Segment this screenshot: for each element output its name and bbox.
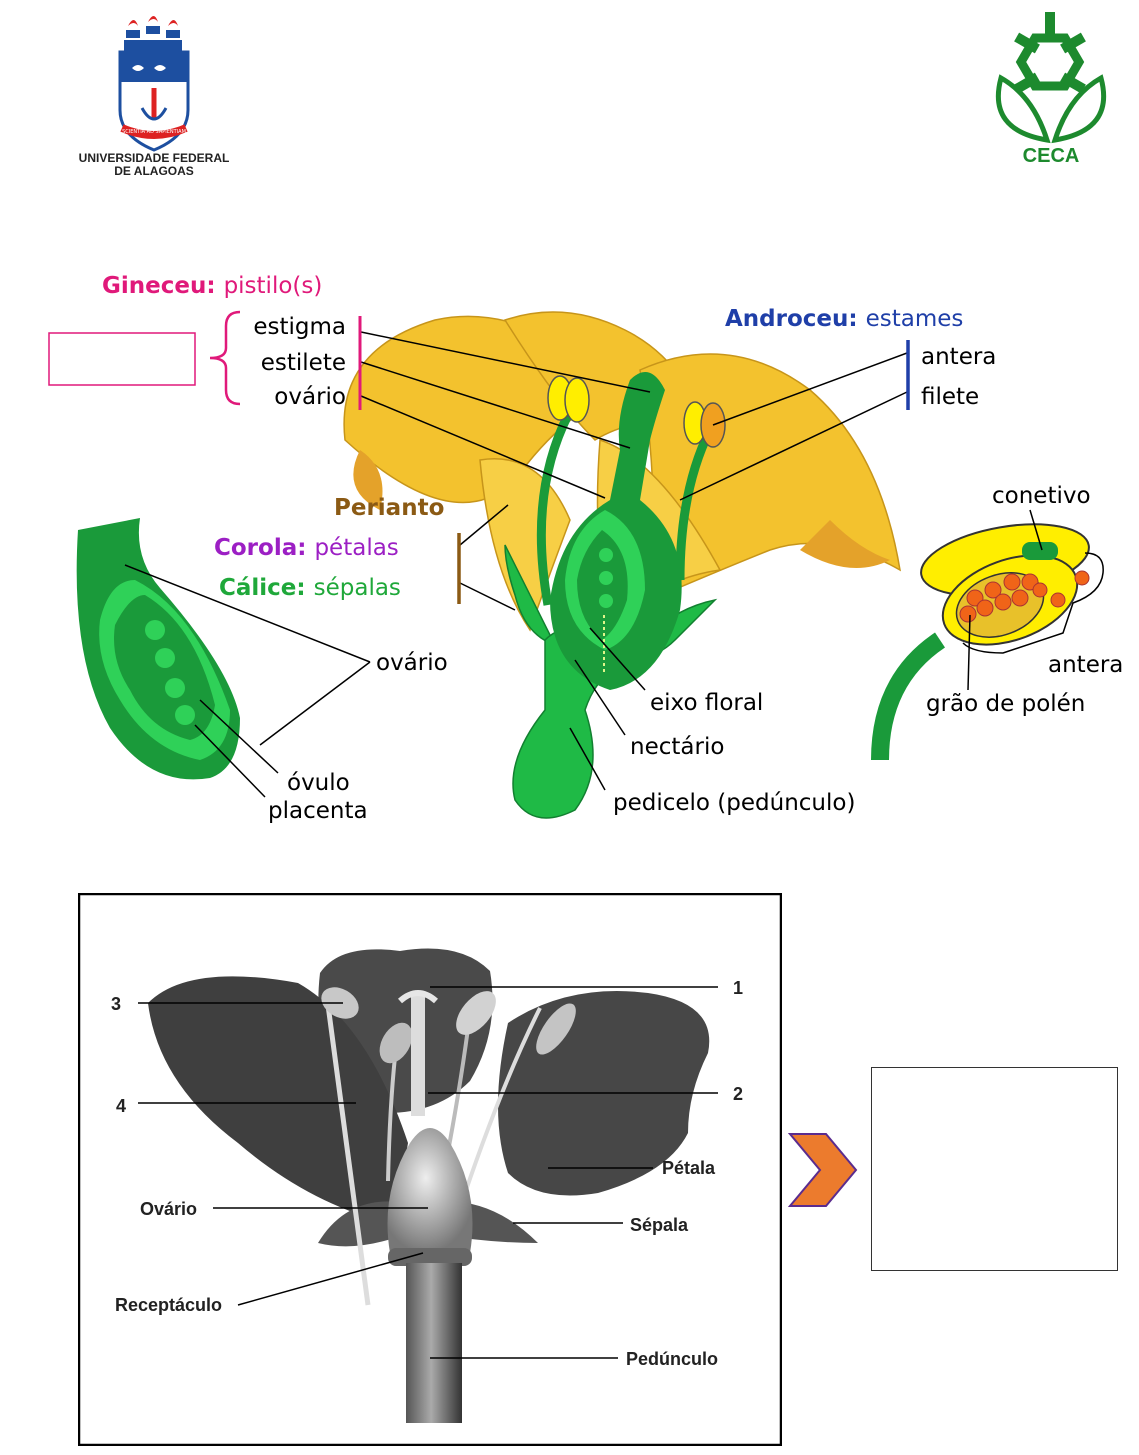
label-ovario-section: ovário: [376, 650, 448, 676]
antera-bracket: [962, 552, 1104, 654]
flower-photo-figure: 1 2 3 4 Pétala Sépala Ovário Receptáculo…: [78, 893, 782, 1446]
ufal-motto: SCIENTIA AD SAPIENTIAM: [122, 129, 186, 135]
answer-box-gineceu[interactable]: [48, 332, 196, 386]
label-estilete: estilete: [261, 350, 346, 376]
label-ovulo: óvulo: [287, 770, 350, 796]
gineceu-brace: [209, 310, 241, 406]
pointer-lines: [124, 331, 1043, 798]
photo-label-petala: Pétala: [662, 1158, 716, 1178]
label-filete: filete: [921, 384, 979, 410]
photo-label-4: 4: [116, 1096, 126, 1116]
ufal-name-line2: DE ALAGOAS: [114, 164, 194, 178]
ovary-section: [76, 518, 240, 780]
chevron-right-icon: [787, 1133, 858, 1207]
flower-diagram: Gineceu: pistilo(s) estigma estilete ová…: [48, 273, 1123, 824]
label-antera-top: antera: [921, 344, 996, 370]
photo-flower: [148, 948, 710, 1423]
corola-title: Corola: pétalas: [214, 535, 399, 561]
ufal-logo: SCIENTIA AD SAPIENTIAM UNIVERSIDADE FEDE…: [79, 16, 230, 178]
label-grao-polen: grão de polén: [926, 691, 1085, 717]
photo-label-2: 2: [733, 1084, 743, 1104]
label-pedicelo: pedicelo (pedúnculo): [613, 790, 855, 816]
answer-box-photo[interactable]: [871, 1067, 1118, 1271]
label-ovario-top: ovário: [274, 384, 346, 410]
pistil: [550, 372, 682, 690]
gineceu-title: Gineceu: pistilo(s): [102, 273, 322, 299]
photo-label-sepala: Sépala: [630, 1215, 689, 1235]
androceu-title: Androceu: estames: [725, 306, 963, 332]
ufal-name-line1: UNIVERSIDADE FEDERAL: [79, 151, 230, 165]
ceca-logo: CECA: [995, 12, 1107, 167]
anther-detail: [871, 523, 1090, 761]
photo-label-pedunculo: Pedúnculo: [626, 1349, 718, 1369]
photo-pointer-lines: [138, 986, 718, 1359]
photo-label-ovario: Ovário: [140, 1199, 197, 1219]
label-conetivo: conetivo: [992, 483, 1091, 509]
label-placenta: placenta: [268, 798, 368, 824]
label-eixo-floral: eixo floral: [650, 690, 763, 716]
label-antera-detail: antera: [1048, 652, 1123, 678]
photo-label-1: 1: [733, 978, 743, 998]
calice-title: Cálice: sépalas: [219, 575, 401, 601]
label-nectario: nectário: [630, 734, 724, 760]
ceca-label: CECA: [1023, 145, 1080, 167]
ceca-emblem-icon: [995, 12, 1107, 144]
perianto-title: Perianto: [334, 495, 444, 521]
photo-label-receptaculo: Receptáculo: [115, 1295, 222, 1315]
label-estigma: estigma: [253, 314, 346, 340]
photo-label-3: 3: [111, 994, 121, 1014]
ufal-shield-icon: [118, 16, 190, 152]
